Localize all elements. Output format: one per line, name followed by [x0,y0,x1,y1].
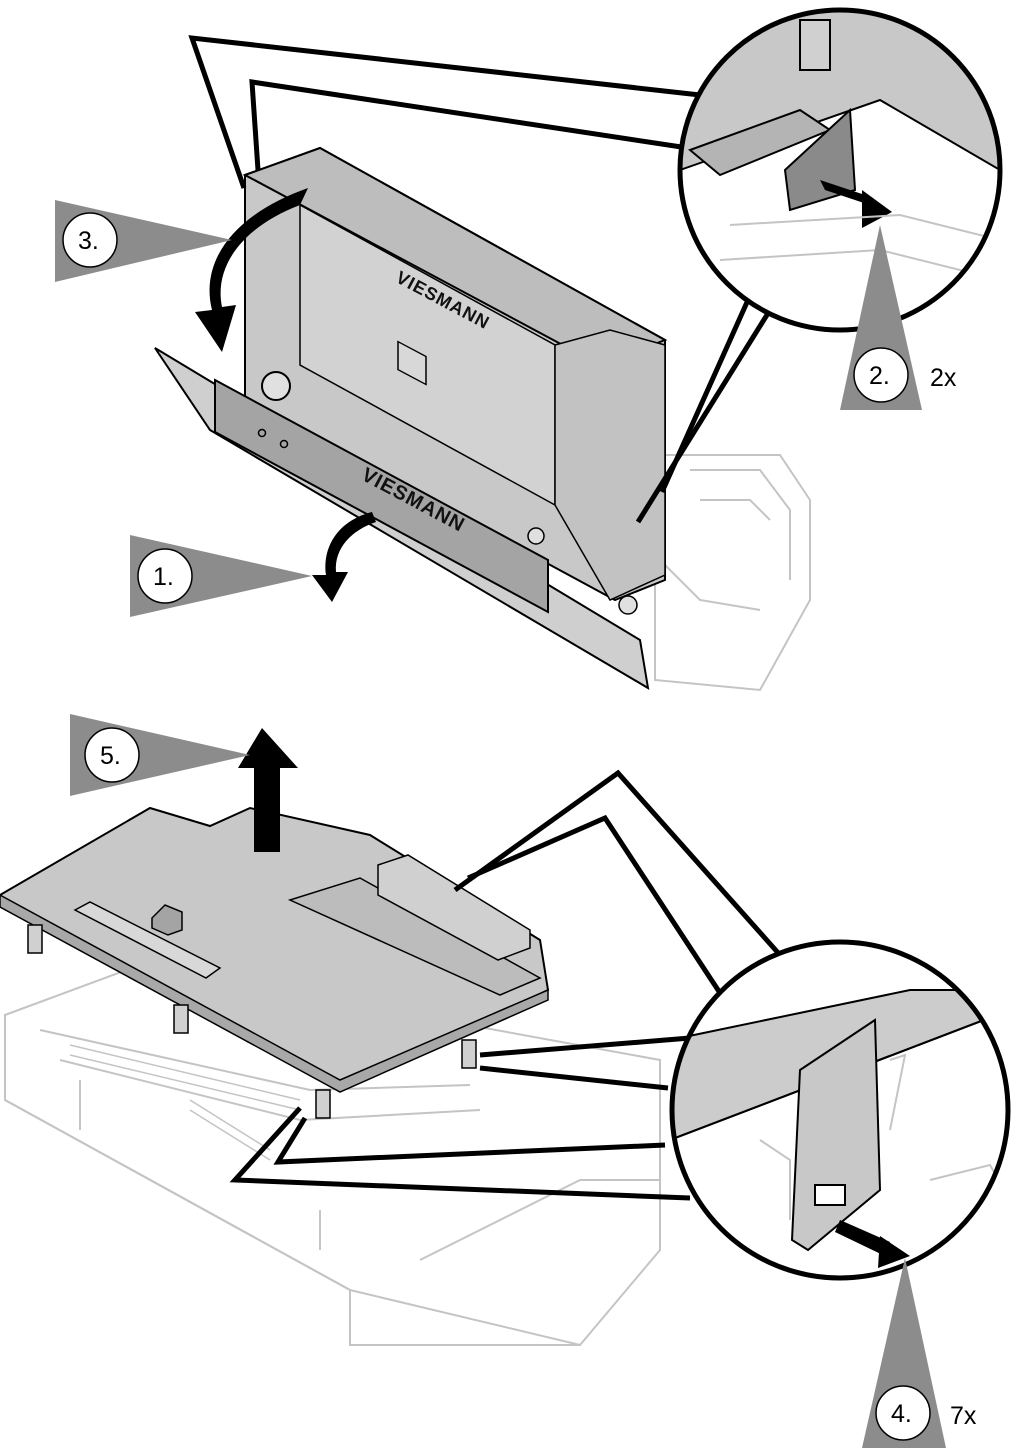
latch-detail-zoom [669,939,1011,1281]
step-2-count: 2x [930,364,957,392]
control-knob [261,371,291,401]
step-4-label: 4. [891,1400,912,1428]
step-2-label: 2. [869,362,890,390]
step-4-count: 7x [950,1402,977,1430]
wall-mount-base [654,454,811,692]
step-1-pointer: 1. [130,535,312,617]
housing-window [397,340,427,386]
step-4-pointer: 4. 7x [862,1258,977,1448]
top-cover-edge [0,894,549,1093]
lift-arrow [238,728,298,852]
step-5-label: 5. [100,742,121,770]
top-callout-lines [188,35,773,524]
housing-side-block [554,329,666,601]
step-3-label: 3. [78,227,99,255]
cover-led-1 [257,428,267,438]
cover-led-2 [279,439,289,449]
cover-knob [151,904,183,936]
cover-handle-slot [73,901,222,979]
step-3-badge [62,212,118,268]
step-3-pointer: 3. [55,200,232,282]
terminal-strips [69,1044,301,1161]
cover-ridge [287,877,542,996]
step-1-label: 1. [153,563,174,591]
cover-clips [27,924,477,1119]
cover-tabs [377,854,531,961]
cover-strip [214,378,549,614]
base-unit-illustration [0,806,661,1347]
rotate-arrow [195,188,308,352]
bottom-callout-lines [229,769,782,1201]
step-4-badge [875,1385,931,1441]
step-1-badge [137,548,193,604]
reset-button [527,527,545,545]
step-2-badge [853,347,909,403]
housing-top [242,146,668,367]
step-5-pointer: 5. [70,714,250,796]
step-5-badge [84,727,140,783]
clip-detail-zoom [677,7,1003,333]
side-connector [618,595,638,615]
pull-arrow [312,512,376,602]
control-unit-illustration: VIESMANN VIESMANN [154,146,811,692]
step-2-pointer: 2. 2x [840,225,957,410]
